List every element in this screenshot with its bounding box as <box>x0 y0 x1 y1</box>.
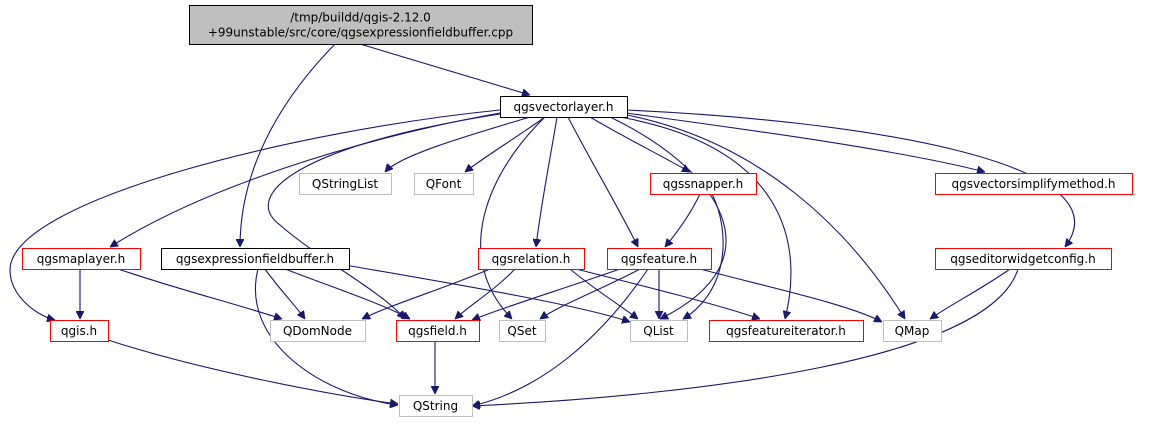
node-label-qset: QSet <box>507 324 536 338</box>
node-box-qgsvectorsimplifymethod <box>935 173 1133 195</box>
edge-qgsvectorlayer-to-qgsfield <box>267 113 501 319</box>
node-label-qlist: QList <box>643 324 674 338</box>
node-label-qfont: QFont <box>426 177 462 191</box>
edge-qgsvectorlayer-to-qset <box>480 116 546 319</box>
node-label-qgsvectorsimplifymethod: qgsvectorsimplifymethod.h <box>952 177 1116 191</box>
node-qgsfeature[interactable]: qgsfeature.h <box>607 248 712 270</box>
edge-qgsexpressionfieldbuffer-to-qstring <box>255 268 398 405</box>
edge-qgsvectorlayer-to-qgis <box>9 109 501 320</box>
edge-qgsvectorlayer-to-qlist <box>609 116 727 320</box>
node-label-root-line-2: +99unstable/src/core/qgsexpressionfieldb… <box>208 26 513 40</box>
edge-qgsfeature-to-qgsfield <box>472 268 621 320</box>
node-qfont[interactable]: QFont <box>414 173 474 195</box>
node-box-qgsvectorlayer <box>500 96 628 118</box>
node-label-qgis: qgis.h <box>61 324 97 338</box>
edge-qgssnapper-to-qgsfeature <box>665 193 701 247</box>
node-qgsvectorlayer[interactable]: qgsvectorlayer.h <box>500 96 628 118</box>
edge-qgsvectorlayer-to-qgsfeature <box>567 116 638 247</box>
edge-qgsvectorlayer-to-qmap <box>621 113 905 319</box>
edge-qgssnapper-to-qlist <box>683 193 724 319</box>
node-box-qlist <box>630 320 688 342</box>
node-qset[interactable]: QSet <box>499 320 546 342</box>
node-label-qgsvectorlayer: qgsvectorlayer.h <box>514 100 614 114</box>
node-qgsexpressionfieldbuffer[interactable]: qgsexpressionfieldbuffer.h <box>161 248 350 270</box>
node-box-qgsfield <box>396 320 480 342</box>
edge-qgsvectorlayer-to-qgssnapper <box>589 116 690 173</box>
node-box-qgsexpressionfieldbuffer <box>161 248 350 270</box>
node-box-qstringlist <box>299 173 392 195</box>
node-box-qgsmaplayer <box>22 248 141 270</box>
node-label-qgsfield: qgsfield.h <box>408 324 467 338</box>
edge-qgsexpressionfieldbuffer-to-qlist <box>344 264 630 322</box>
node-label-qgseditorwidgetconfig: qgseditorwidgetconfig.h <box>950 252 1095 266</box>
node-qgsrelation[interactable]: qgsrelation.h <box>478 248 585 270</box>
node-qdomnode[interactable]: QDomNode <box>270 320 366 342</box>
edge-qgsrelation-to-qgsfeatureiterator <box>559 264 760 319</box>
node-label-qgsfeatureiterator: qgsfeatureiterator.h <box>726 324 846 338</box>
node-label-qgsfeature: qgsfeature.h <box>621 252 697 266</box>
node-box-qset <box>499 320 546 342</box>
node-qlist[interactable]: QList <box>630 320 688 342</box>
edge-qgseditorwidgetconfig-to-qmap <box>930 268 1011 319</box>
edge-qgsmaplayer-to-qdomnode <box>117 268 282 319</box>
node-box-qgsfeatureiterator <box>709 320 864 342</box>
node-box-qgsrelation <box>478 248 585 270</box>
edge-qgseditorwidgetconfig-to-qstring <box>472 268 1019 406</box>
edge-qgsrelation-to-qlist <box>569 268 638 319</box>
node-qstringlist[interactable]: QStringList <box>299 173 392 195</box>
node-qgsmaplayer[interactable]: qgsmaplayer.h <box>22 248 141 270</box>
edge-qgsvectorlayer-to-qgsvectorsimplifymethod <box>625 112 985 172</box>
edge-root-to-qgsexpressionfieldbuffer <box>240 43 336 247</box>
edge-qgsvectorlayer-to-qfont <box>465 116 546 172</box>
edge-qgsfeature-to-qstring <box>472 268 649 406</box>
edge-qgsexpressionfieldbuffer-to-qgsfield <box>284 268 410 320</box>
node-label-qgsexpressionfieldbuffer: qgsexpressionfieldbuffer.h <box>176 252 334 266</box>
node-label-qstring: QString <box>413 399 458 413</box>
edge-qgsfeature-to-qmap <box>699 268 882 323</box>
edge-qgsvectorlayer-to-qgseditorwidgetconfig <box>625 109 1075 247</box>
node-box-qgsfeature <box>607 248 712 270</box>
node-box-root <box>189 5 533 45</box>
node-label-qgsrelation: qgsrelation.h <box>492 252 571 266</box>
node-label-qmap: QMap <box>895 324 930 338</box>
edge-root-to-qgsvectorlayer <box>359 43 530 95</box>
edge-qgsfeature-to-qset <box>540 268 641 319</box>
node-label-root-line-1: /tmp/buildd/qgis-2.12.0 <box>290 11 431 25</box>
node-label-qgsmaplayer: qgsmaplayer.h <box>37 252 126 266</box>
edge-qgsrelation-to-qgsfield <box>455 268 516 319</box>
node-box-qfont <box>414 173 474 195</box>
node-qgssnapper[interactable]: qgssnapper.h <box>650 173 757 195</box>
edge-qgis-to-qstring <box>107 339 398 404</box>
edge-qgsexpressionfieldbuffer-to-qdomnode <box>264 268 305 319</box>
node-label-qdomnode: QDomNode <box>283 324 352 338</box>
node-qgsfeatureiterator[interactable]: qgsfeatureiterator.h <box>709 320 864 342</box>
node-root: /tmp/buildd/qgis-2.12.0+99unstable/src/c… <box>189 5 533 45</box>
node-box-qgseditorwidgetconfig <box>935 248 1112 270</box>
edge-qgsvectorlayer-to-qgsfeatureiterator <box>619 116 792 319</box>
node-box-qgssnapper <box>650 173 757 195</box>
node-label-qstringlist: QStringList <box>312 177 379 191</box>
nodes: /tmp/buildd/qgis-2.12.0+99unstable/src/c… <box>22 5 1133 417</box>
node-box-qmap <box>883 320 942 342</box>
edges <box>9 43 1075 406</box>
node-qgis[interactable]: qgis.h <box>50 320 109 342</box>
node-box-qdomnode <box>270 320 366 342</box>
node-qgsvectorsimplifymethod[interactable]: qgsvectorsimplifymethod.h <box>935 173 1133 195</box>
node-box-qgis <box>50 320 109 342</box>
edge-qgsrelation-to-qdomnode <box>362 268 491 320</box>
node-qgsfield[interactable]: qgsfield.h <box>396 320 480 342</box>
node-qmap[interactable]: QMap <box>883 320 942 342</box>
node-label-qgssnapper: qgssnapper.h <box>663 177 744 191</box>
edge-qgsvectorlayer-to-qstringlist <box>385 116 531 172</box>
node-qgseditorwidgetconfig[interactable]: qgseditorwidgetconfig.h <box>935 248 1112 270</box>
node-box-qstring <box>399 395 473 417</box>
edge-qgsvectorlayer-to-qgsrelation <box>536 116 558 247</box>
node-qstring[interactable]: QString <box>399 395 473 417</box>
